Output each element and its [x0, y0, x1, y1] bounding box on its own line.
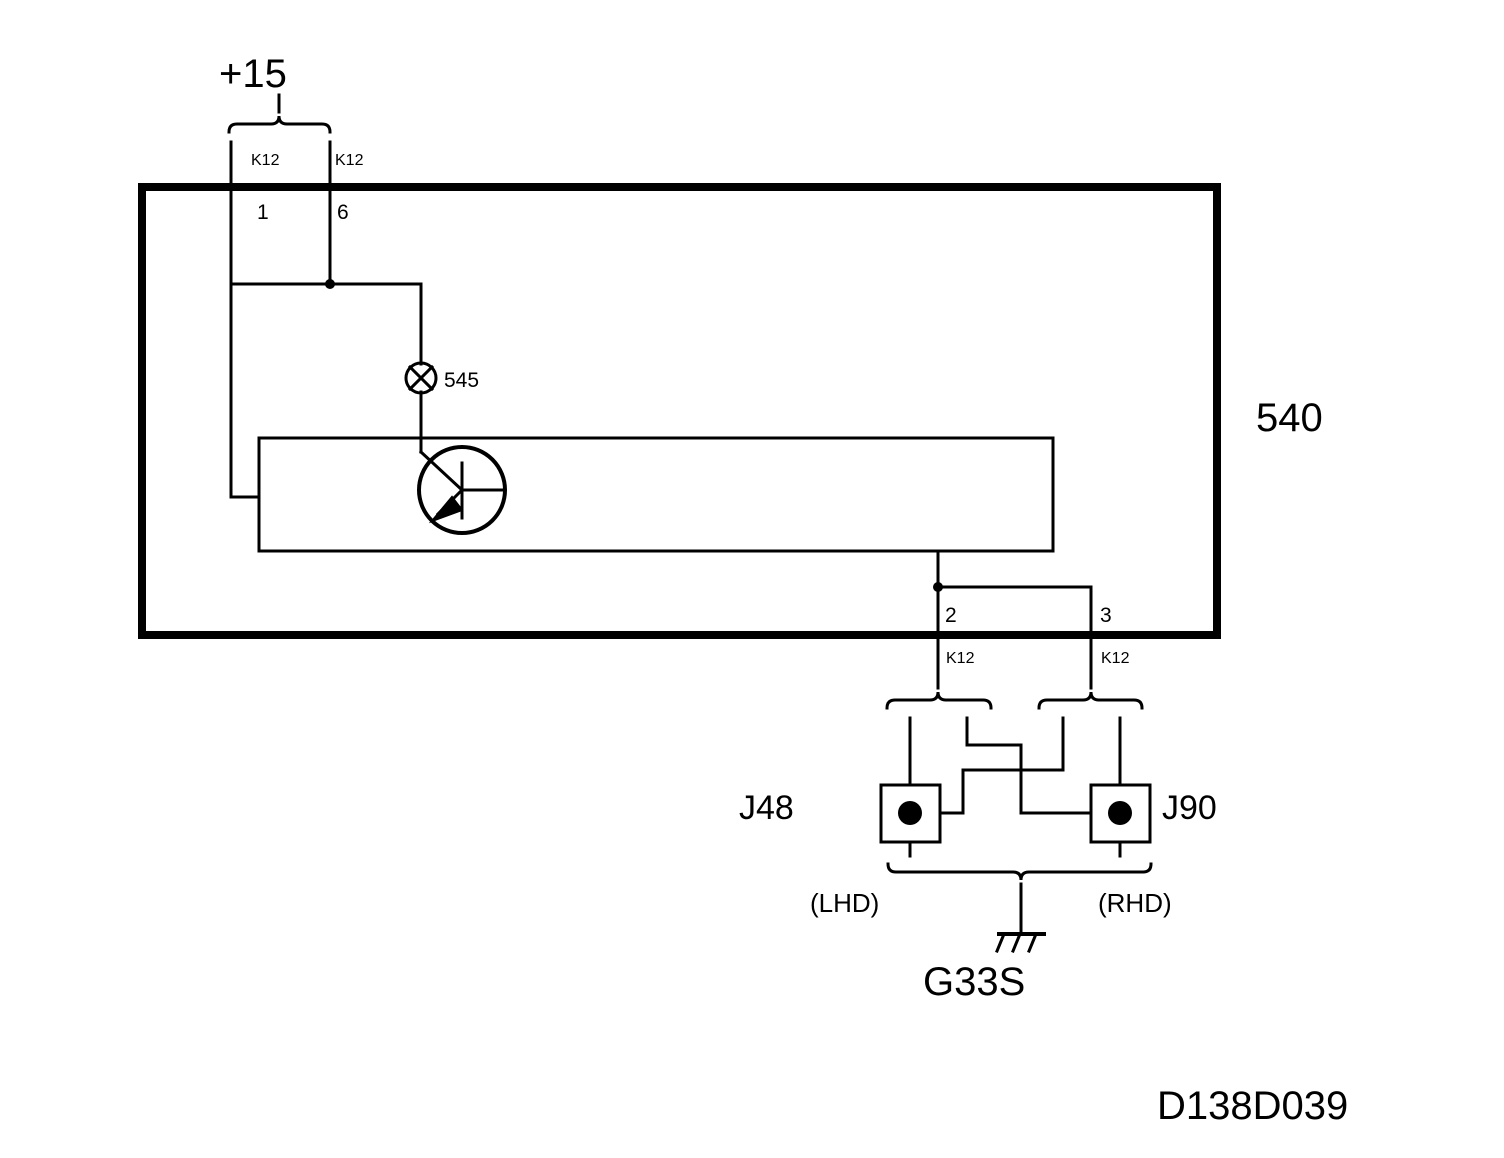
wire-j48-crossover	[938, 716, 1065, 815]
junction-dot-top	[325, 279, 335, 289]
lamp-label: 545	[444, 369, 479, 392]
pin-1-connector: K12	[251, 152, 280, 169]
lamp-545-icon	[404, 361, 438, 395]
module-label: 540	[1256, 396, 1323, 440]
splice-j48-dot	[898, 801, 922, 825]
splice-j90-variant: (RHD)	[1098, 888, 1172, 918]
splice-j90-label: J90	[1162, 789, 1217, 827]
supply-bracket	[227, 93, 332, 134]
pin-6-number: 6	[337, 201, 349, 224]
supply-label: +15	[219, 52, 287, 96]
drawing-id: D138D039	[1157, 1084, 1348, 1128]
splice-j48-variant: (LHD)	[810, 888, 879, 918]
splice-j48-box	[879, 783, 942, 844]
pin-2-number: 2	[945, 604, 957, 627]
pin-2-connector: K12	[946, 650, 975, 667]
transistor-icon	[417, 445, 507, 535]
ground-bracket	[886, 862, 1153, 881]
pin-3-bracket	[1037, 691, 1144, 710]
pin-6-connector: K12	[335, 152, 364, 169]
module-540-housing	[138, 183, 1221, 639]
ground-icon	[995, 932, 1046, 953]
splice-j90-dot	[1108, 801, 1132, 825]
pin-3-connector: K12	[1101, 650, 1130, 667]
ground-label: G33S	[923, 960, 1025, 1004]
junction-dot-output	[933, 582, 943, 592]
pin-3-number: 3	[1100, 604, 1112, 627]
controller-box	[257, 436, 1055, 553]
pin-1-number: 1	[257, 201, 269, 224]
pin-2-bracket	[885, 691, 993, 710]
splice-j48-label: J48	[739, 789, 794, 827]
splice-j90-box	[1089, 783, 1152, 844]
wire-j90-crossover	[965, 716, 1093, 815]
